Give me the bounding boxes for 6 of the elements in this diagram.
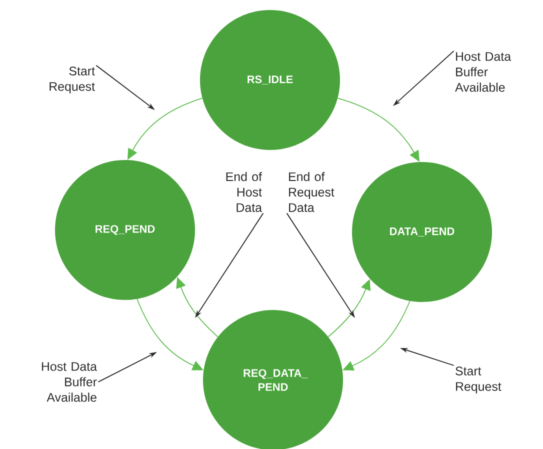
annotation-text: Start Request bbox=[50, 66, 95, 94]
annotation-text: Host Data Buffer Available bbox=[455, 52, 512, 92]
annotation-text: Start Request bbox=[456, 366, 502, 394]
annotation-text: End of Host Data bbox=[226, 172, 262, 212]
annotation-text: Host Data Buffer Available bbox=[42, 362, 97, 402]
annotation-text: End of Request Data bbox=[289, 172, 334, 212]
